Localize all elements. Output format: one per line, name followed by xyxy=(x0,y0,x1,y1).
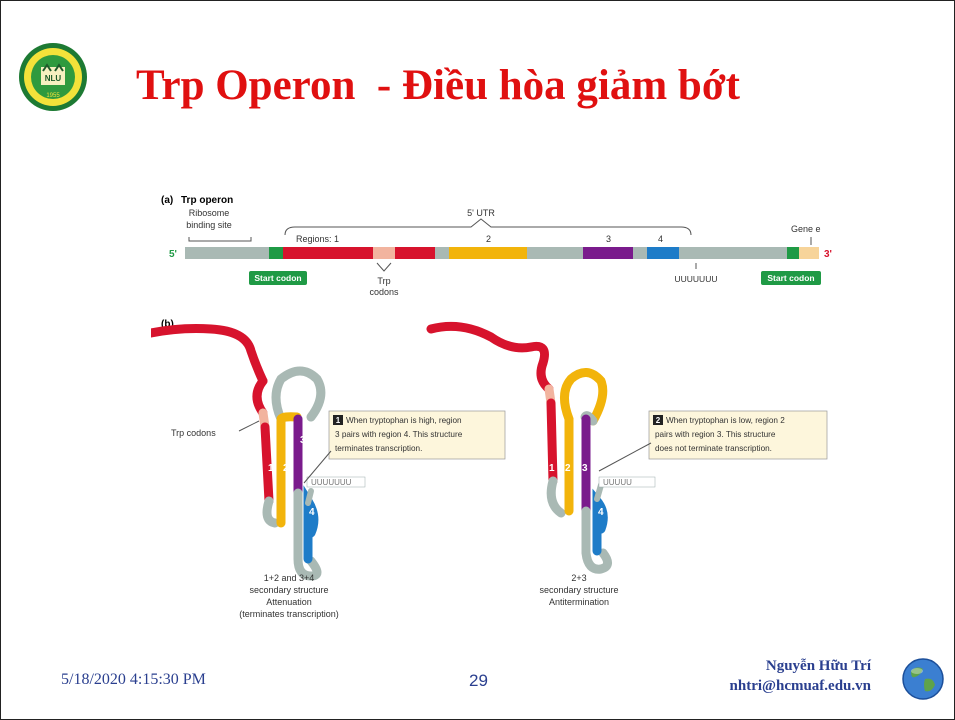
left-stem-1: 1 xyxy=(268,463,274,474)
footer-date: 5/18/2020 4:15:30 PM xyxy=(61,671,206,688)
panel-a-title: Trp operon xyxy=(181,195,233,206)
author-name: Nguyễn Hữu Trí xyxy=(765,658,871,674)
note-2-line-3: does not terminate transcription. xyxy=(655,444,772,453)
note-2-pointer xyxy=(598,442,652,472)
note-1-line-1: When tryptophan is high, region xyxy=(346,416,462,425)
start-codon-label-left: Start codon xyxy=(254,273,301,283)
left-caption-1: 1+2 and 3+4 xyxy=(264,573,315,583)
left-caption-2: secondary structure xyxy=(249,585,328,595)
right-stem-1: 1 xyxy=(549,463,555,474)
note-2-line-1: When tryptophan is low, region 2 xyxy=(666,416,785,425)
region-3-label: 3 xyxy=(606,234,611,244)
left-caption-4: (terminates transcription) xyxy=(239,609,339,619)
right-stem-4: 4 xyxy=(598,507,604,518)
note-1: 1 When tryptophan is high, region 3 pair… xyxy=(328,410,506,460)
ribosome-label-1: Ribosome xyxy=(189,208,230,218)
region-4-label: 4 xyxy=(658,234,663,244)
trp-codons-label-1: Trp xyxy=(377,276,390,286)
left-u-tail-box xyxy=(306,476,366,488)
globe-icon xyxy=(902,658,944,700)
right-caption-3: Antitermination xyxy=(549,597,609,607)
trp-codon-segment xyxy=(373,247,395,259)
note-1-line-3: terminates transcription. xyxy=(335,444,422,453)
ribosome-bracket xyxy=(188,237,252,242)
trp-operon-diagram: (a) Trp operon Ribosome binding site 5' … xyxy=(151,195,832,619)
region-2-label: 2 xyxy=(486,234,491,244)
slide-title: Trp Operon - Điều hòa giảm bớt xyxy=(136,62,740,109)
right-u-tail: UUUUU xyxy=(603,478,632,487)
right-stem-2: 2 xyxy=(565,463,571,474)
logo-year: 1955 xyxy=(46,93,60,99)
right-caption-1: 2+3 xyxy=(571,573,586,583)
start-codon-segment-right xyxy=(787,247,799,259)
panel-b-label: (b) xyxy=(161,319,174,330)
utr-bracket xyxy=(284,218,692,236)
note-1-pointer xyxy=(303,450,332,484)
trp-codons-b-label: Trp codons xyxy=(171,428,216,438)
left-caption-3: Attenuation xyxy=(266,597,312,607)
start-codon-label-right: Start codon xyxy=(767,273,814,283)
logo-text: NLU xyxy=(45,74,62,83)
left-u-tail: UUUUUUU xyxy=(311,478,352,487)
note-2-line-2: pairs with region 3. This structure xyxy=(655,430,776,439)
ribosome-label-2: binding site xyxy=(186,220,232,230)
five-prime-label: 5' xyxy=(169,249,177,260)
note-2: 2 When tryptophan is low, region 2 pairs… xyxy=(648,410,828,460)
gene-e-label: Gene e xyxy=(791,224,821,234)
note-1-number: 1 xyxy=(336,416,341,425)
mrna-strip xyxy=(185,247,819,259)
panel-a-label: (a) xyxy=(161,195,173,206)
footer-author: Nguyễn Hữu Trí nhtri@hcmuaf.edu.vn xyxy=(691,656,871,696)
uuuuuuu-label: UUUUUUU xyxy=(675,274,718,284)
author-email: nhtri@hcmuaf.edu.vn xyxy=(729,678,871,694)
three-prime-label: 3' xyxy=(824,249,832,260)
page-number: 29 xyxy=(469,671,488,690)
right-caption-2: secondary structure xyxy=(539,585,618,595)
note-2-number: 2 xyxy=(656,416,661,425)
trp-codon-pointer xyxy=(376,262,392,272)
university-logo: NLU 1955 xyxy=(19,43,87,111)
trp-codons-label-2: codons xyxy=(369,287,399,297)
left-stem-4: 4 xyxy=(309,507,315,518)
trp-codons-b-pointer xyxy=(238,420,260,432)
start-codon-box-left xyxy=(249,271,307,285)
note-1-line-2: 3 pairs with region 4. This structure xyxy=(335,430,463,439)
left-structure xyxy=(151,324,326,581)
start-codon-box-right xyxy=(761,271,821,285)
start-codon-segment-left xyxy=(269,247,283,259)
left-stem-2: 2 xyxy=(283,463,289,474)
left-stem-3: 3 xyxy=(300,435,306,446)
utr-label: 5' UTR xyxy=(467,208,495,218)
right-stem-3: 3 xyxy=(582,463,588,474)
right-structure xyxy=(426,321,612,574)
region-1-label: Regions: 1 xyxy=(296,234,339,244)
right-u-tail-box xyxy=(598,476,656,488)
